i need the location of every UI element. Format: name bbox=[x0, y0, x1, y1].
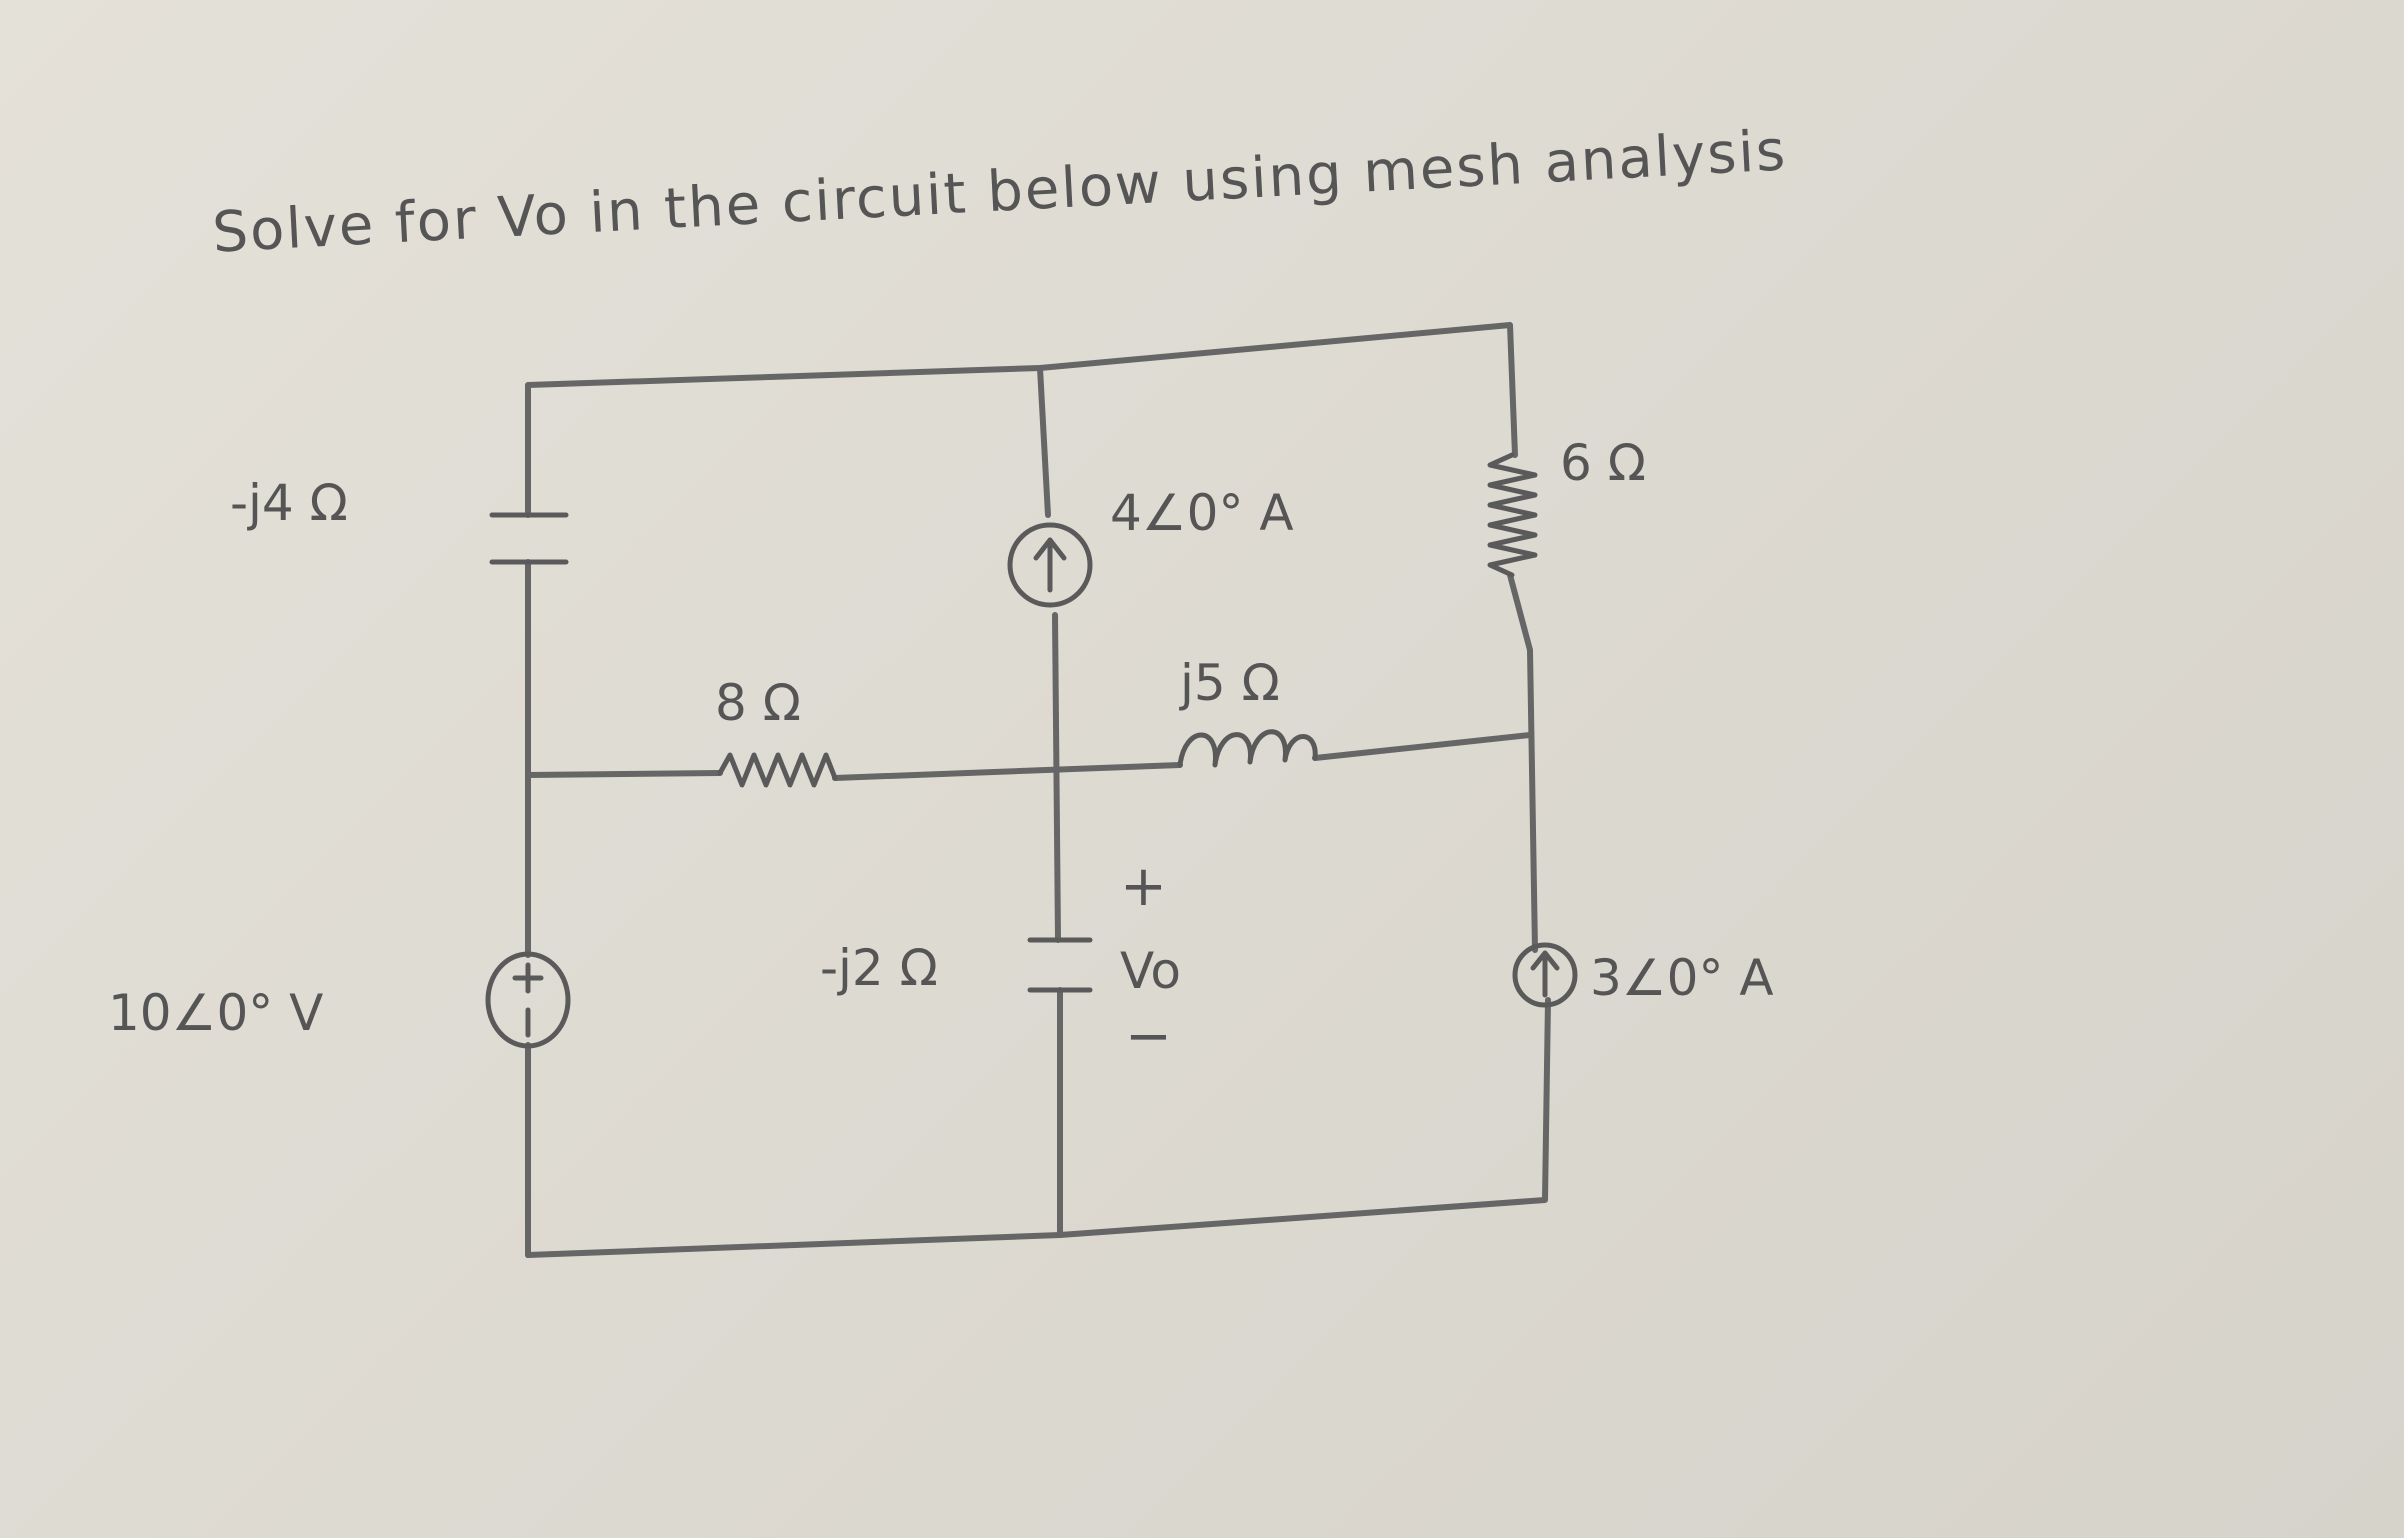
middle-horizontal-center-wire bbox=[832, 762, 1183, 781]
middle-capacitor-label: -j2 Ω bbox=[820, 939, 938, 997]
current-source-top-label: 4∠0° A bbox=[1110, 484, 1294, 542]
top-wire bbox=[525, 322, 1518, 518]
inductor-label: j5 Ω bbox=[1179, 654, 1280, 712]
middle-resistor bbox=[717, 752, 838, 788]
left-capacitor bbox=[489, 512, 569, 565]
middle-upper-wire bbox=[1052, 612, 1061, 943]
right-resistor-label: 6 Ω bbox=[1560, 434, 1646, 492]
voltage-source bbox=[485, 951, 571, 1049]
voltage-source-label: 10∠0° V bbox=[108, 984, 323, 1042]
right-upper-wire bbox=[1507, 572, 1538, 953]
vo-label: Vo bbox=[1120, 942, 1181, 1000]
current-source-right-label: 3∠0° A bbox=[1590, 949, 1774, 1007]
left-capacitor-label: -j4 Ω bbox=[230, 474, 348, 532]
right-resistor bbox=[1487, 452, 1538, 578]
middle-horizontal-left-wire bbox=[525, 770, 723, 778]
current-source-right bbox=[1512, 942, 1578, 1008]
middle-top-wire bbox=[1037, 365, 1051, 518]
problem-title: Solve for Vo in the circuit below using … bbox=[211, 118, 1789, 265]
vo-minus-sign: − bbox=[1125, 1004, 1172, 1069]
middle-capacitor bbox=[1027, 937, 1093, 993]
bottom-wire bbox=[525, 997, 1551, 1258]
current-source-top bbox=[1007, 522, 1093, 608]
middle-horizontal-right-wire bbox=[1312, 732, 1533, 761]
vo-plus-sign: + bbox=[1120, 854, 1167, 919]
circuit-wires bbox=[525, 322, 1551, 1258]
middle-resistor-label: 8 Ω bbox=[715, 674, 801, 732]
inductor bbox=[1177, 729, 1318, 768]
